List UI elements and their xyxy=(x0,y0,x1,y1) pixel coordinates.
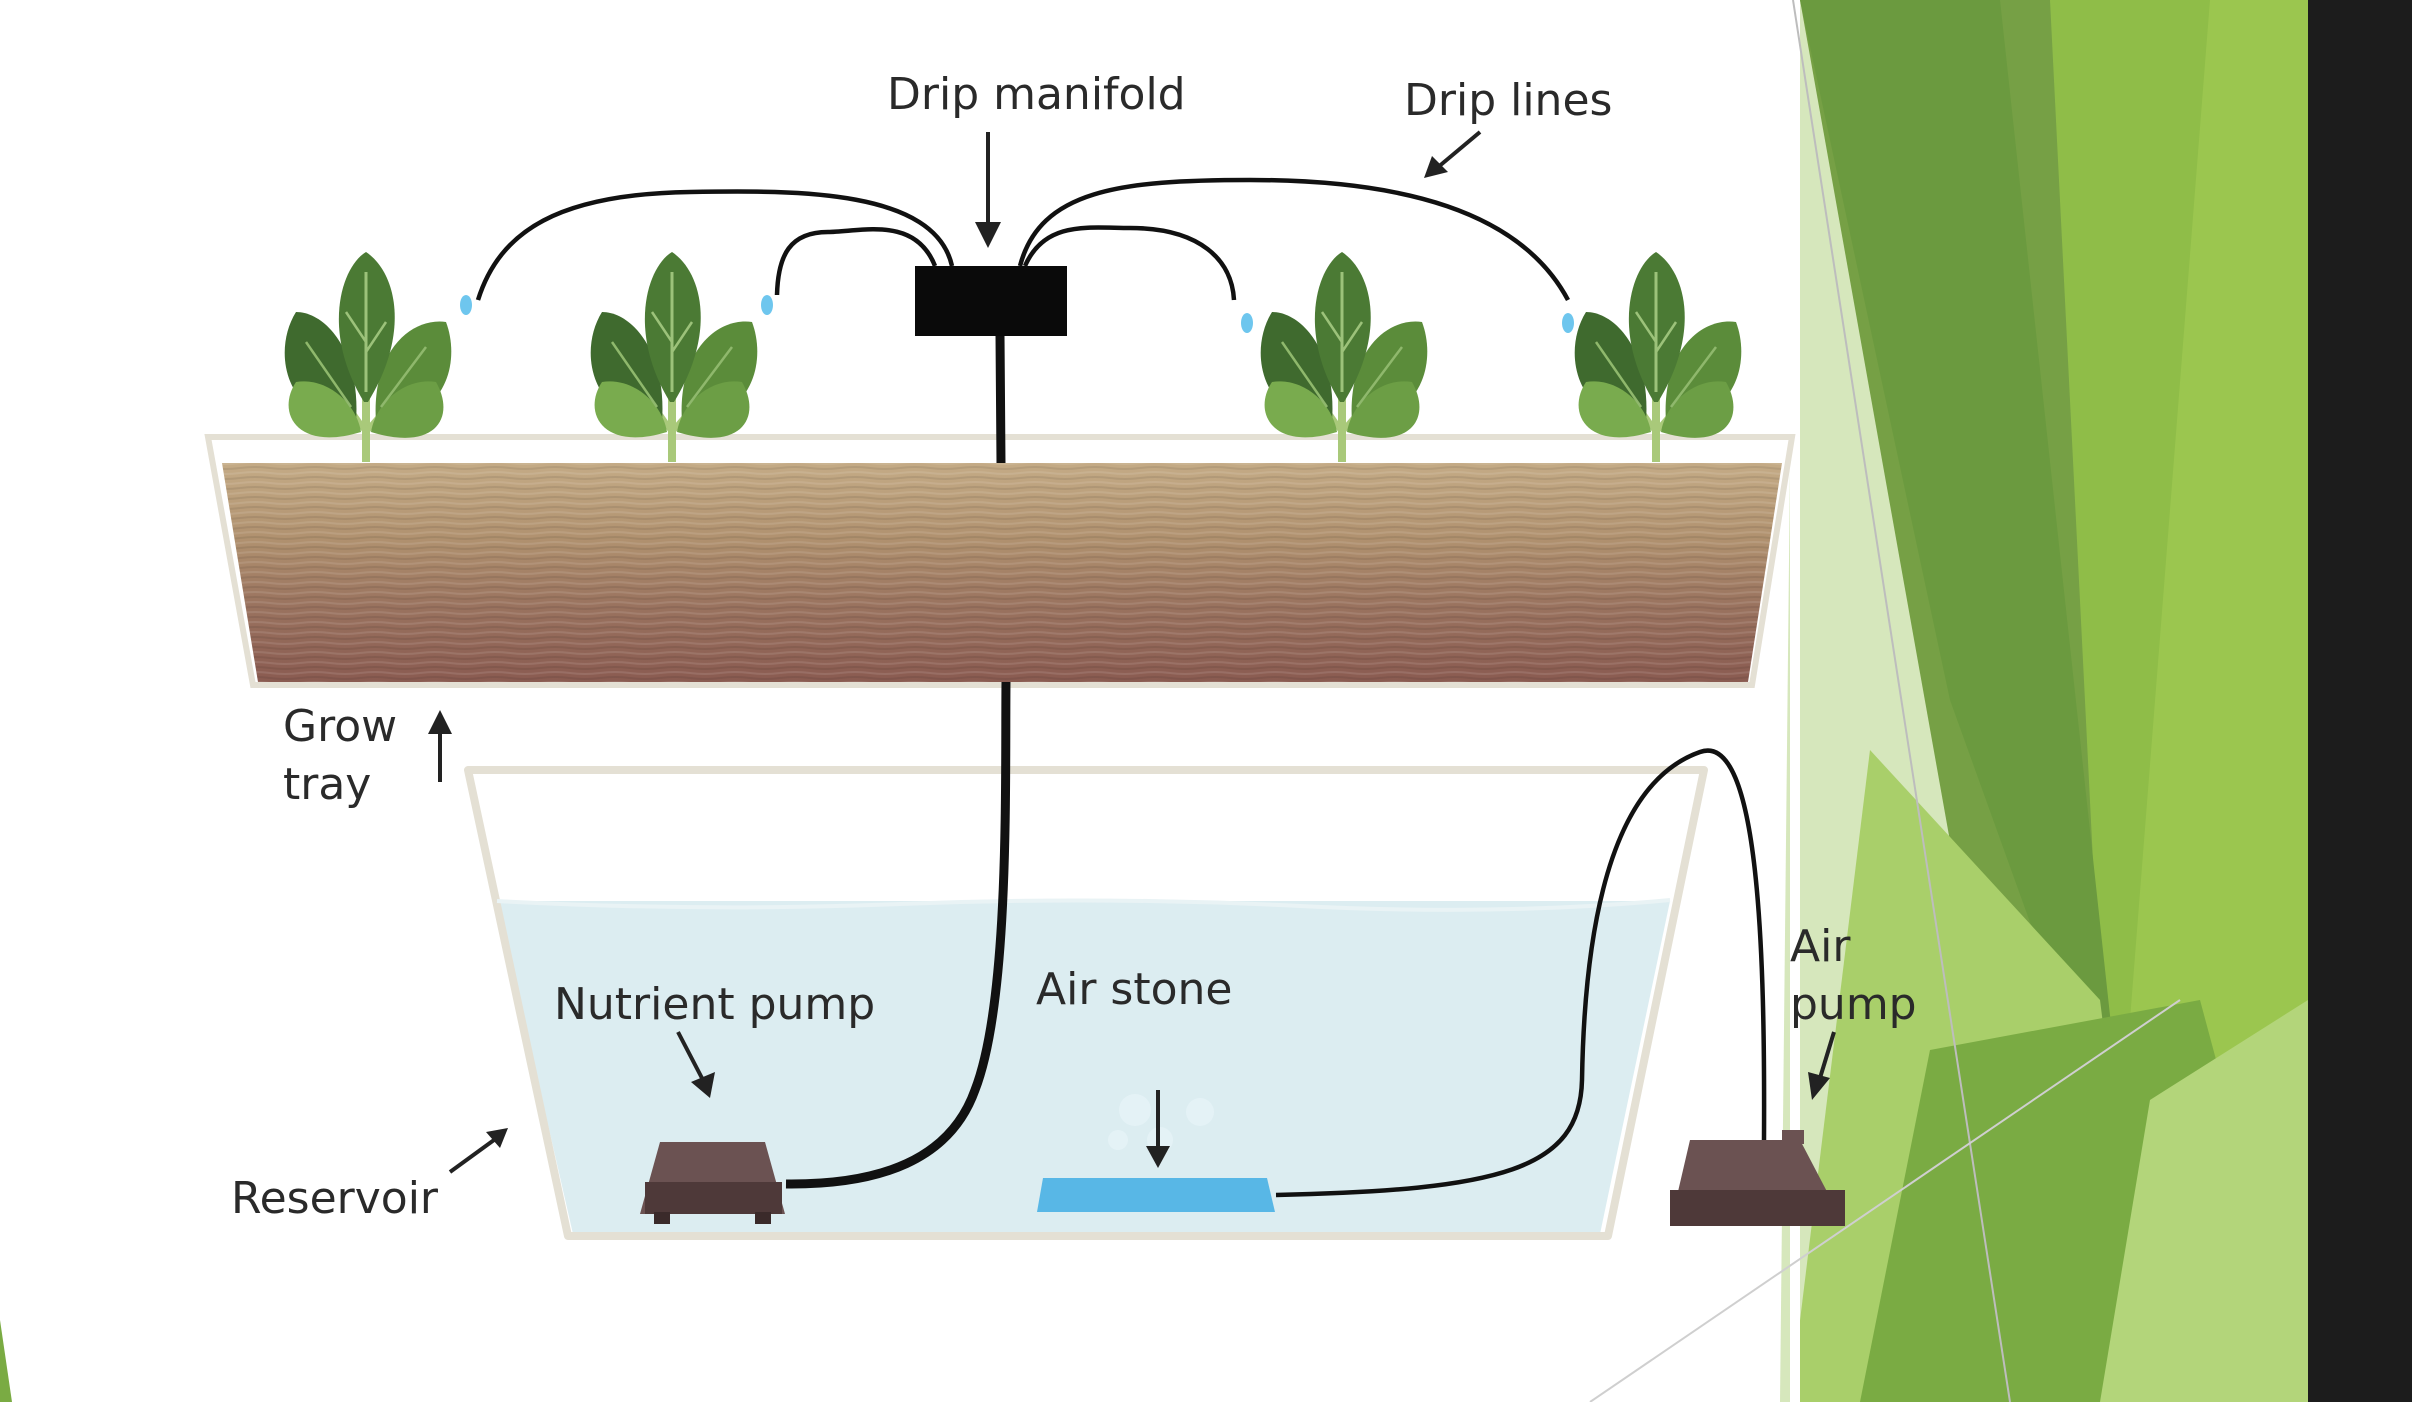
plant xyxy=(591,252,758,462)
feed-tube xyxy=(785,334,1011,1189)
label-air-pump-line1: Air xyxy=(1790,921,1851,972)
label-air-pump: Air pump xyxy=(1790,918,1917,1034)
label-grow-tray-line2: tray xyxy=(283,759,372,810)
plant xyxy=(1261,252,1428,462)
drip-manifold xyxy=(915,266,1067,336)
air-tube xyxy=(1275,748,1767,1198)
drip-lines xyxy=(475,177,1570,302)
plant xyxy=(1575,252,1742,462)
label-nutrient-pump: Nutrient pump xyxy=(554,979,876,1030)
label-drip-manifold: Drip manifold xyxy=(887,69,1186,120)
nutrient-pump xyxy=(640,1142,785,1224)
label-reservoir: Reservoir xyxy=(231,1173,439,1224)
grow-tray xyxy=(204,434,1796,688)
label-air-stone: Air stone xyxy=(1036,964,1233,1015)
air-pump xyxy=(1670,1130,1845,1226)
label-grow-tray-line1: Grow xyxy=(283,701,398,752)
plant xyxy=(285,252,452,462)
label-arrows xyxy=(428,130,1836,1174)
air-stone xyxy=(1037,1094,1275,1212)
label-drip-lines: Drip lines xyxy=(1404,75,1613,126)
label-air-pump-line2: pump xyxy=(1790,979,1917,1030)
drip-drops xyxy=(460,295,1574,333)
reservoir xyxy=(464,766,1708,1240)
label-grow-tray: Grow tray xyxy=(283,698,397,814)
